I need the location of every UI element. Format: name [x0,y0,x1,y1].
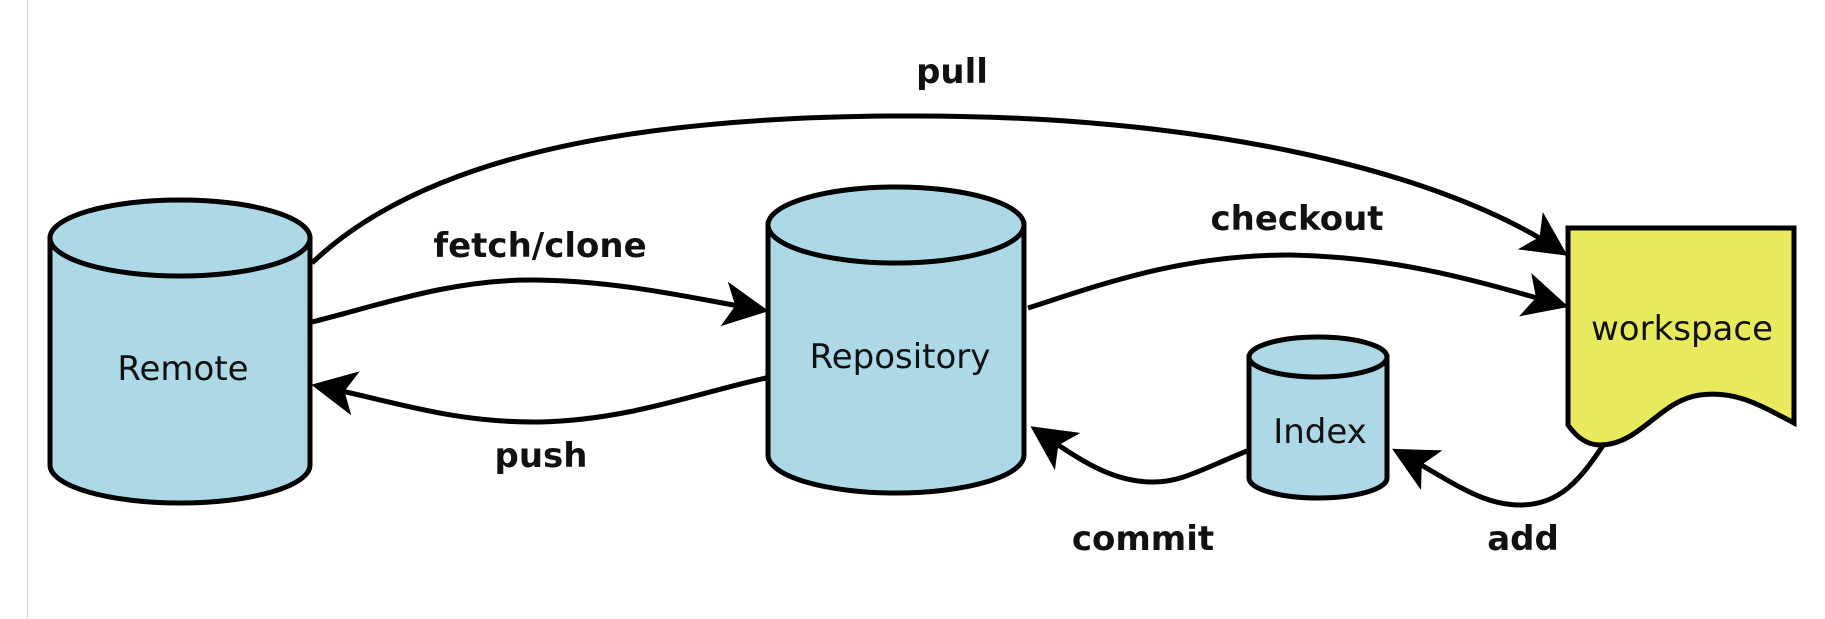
index-node: Index [1246,334,1390,501]
workspace-document-shape [1565,225,1797,448]
remote-node: Remote [47,197,313,506]
repository-node: Repository [765,184,1027,496]
commit-label: commit [1072,519,1214,559]
workspace-node: workspace [1565,225,1797,448]
remote-cylinder-body [47,235,313,506]
commit-arrow [1030,426,1248,485]
repository-cylinder-top [765,184,1027,266]
add-label: add [1487,519,1559,559]
fetch-clone-arrow [311,277,769,327]
index-cylinder-top [1246,334,1390,380]
fetch-clone-label: fetch/clone [433,226,646,266]
index-cylinder-body [1246,354,1390,501]
add-arrow [1392,442,1607,508]
left-border-rule [27,0,28,618]
checkout-arrow [1027,252,1569,317]
workspace-label: workspace [1591,309,1773,349]
push-arrow [311,371,767,425]
remote-label: Remote [117,349,248,389]
push-label: push [495,436,588,476]
remote-cylinder-top [47,197,313,279]
index-label: Index [1273,412,1367,452]
repository-label: Repository [810,337,991,377]
pull-label: pull [916,52,988,92]
checkout-label: checkout [1210,199,1383,239]
repository-cylinder-body [765,222,1027,496]
pull-arrow [310,113,1568,265]
